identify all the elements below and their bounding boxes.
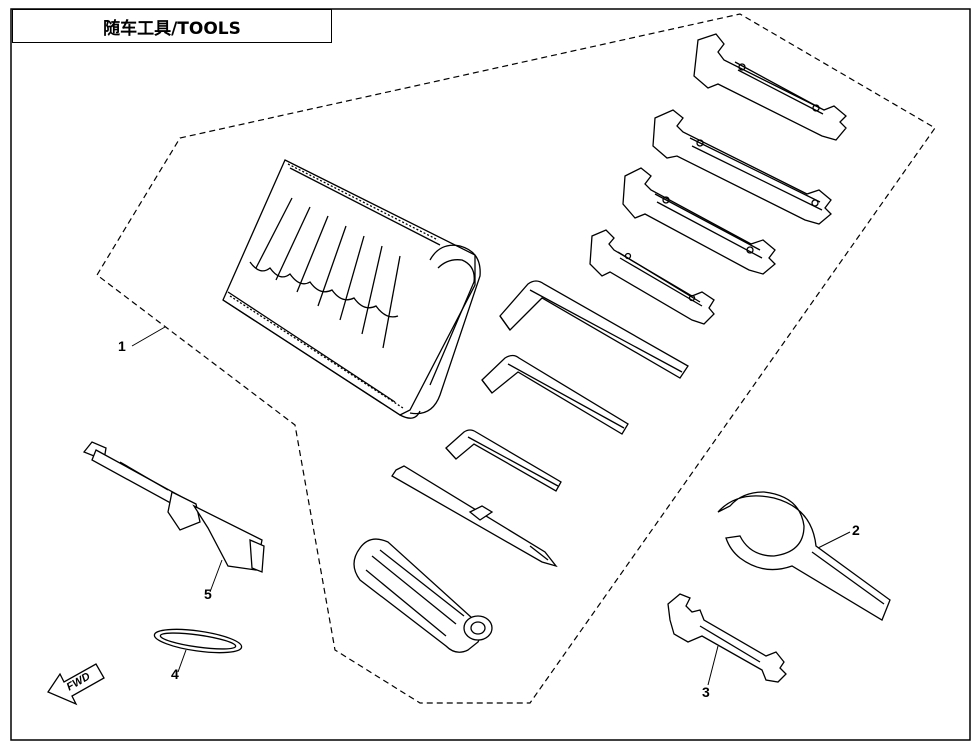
forward-direction-arrow: [47, 663, 105, 706]
hex-key-medium: [481, 354, 629, 435]
hex-key-small: [445, 429, 562, 492]
diagram-frame: [10, 8, 971, 741]
callout-4: 4: [171, 666, 179, 682]
small-spanner: [667, 593, 787, 683]
callout-1: 1: [118, 338, 126, 354]
diagram-title: 随车工具/TOOLS: [12, 9, 332, 43]
o-ring: [153, 628, 243, 654]
open-end-wrench-1: [693, 33, 847, 141]
hex-key-large: [499, 280, 689, 379]
callout-3: 3: [702, 684, 710, 700]
screwdriver-handle: [353, 538, 493, 653]
hook-spanner: [717, 491, 891, 621]
tool-roll: [222, 159, 481, 419]
spark-plug-socket: [82, 441, 265, 573]
callout-2: 2: [852, 522, 860, 538]
tool-kit-outline: [96, 13, 936, 704]
callout-leaders: [131, 326, 851, 686]
screwdriver-shaft: [391, 465, 558, 568]
open-end-wrench-2: [652, 109, 832, 225]
open-end-wrench-4: [589, 229, 715, 325]
open-end-wrench-3: [622, 167, 776, 275]
callout-5: 5: [204, 586, 212, 602]
